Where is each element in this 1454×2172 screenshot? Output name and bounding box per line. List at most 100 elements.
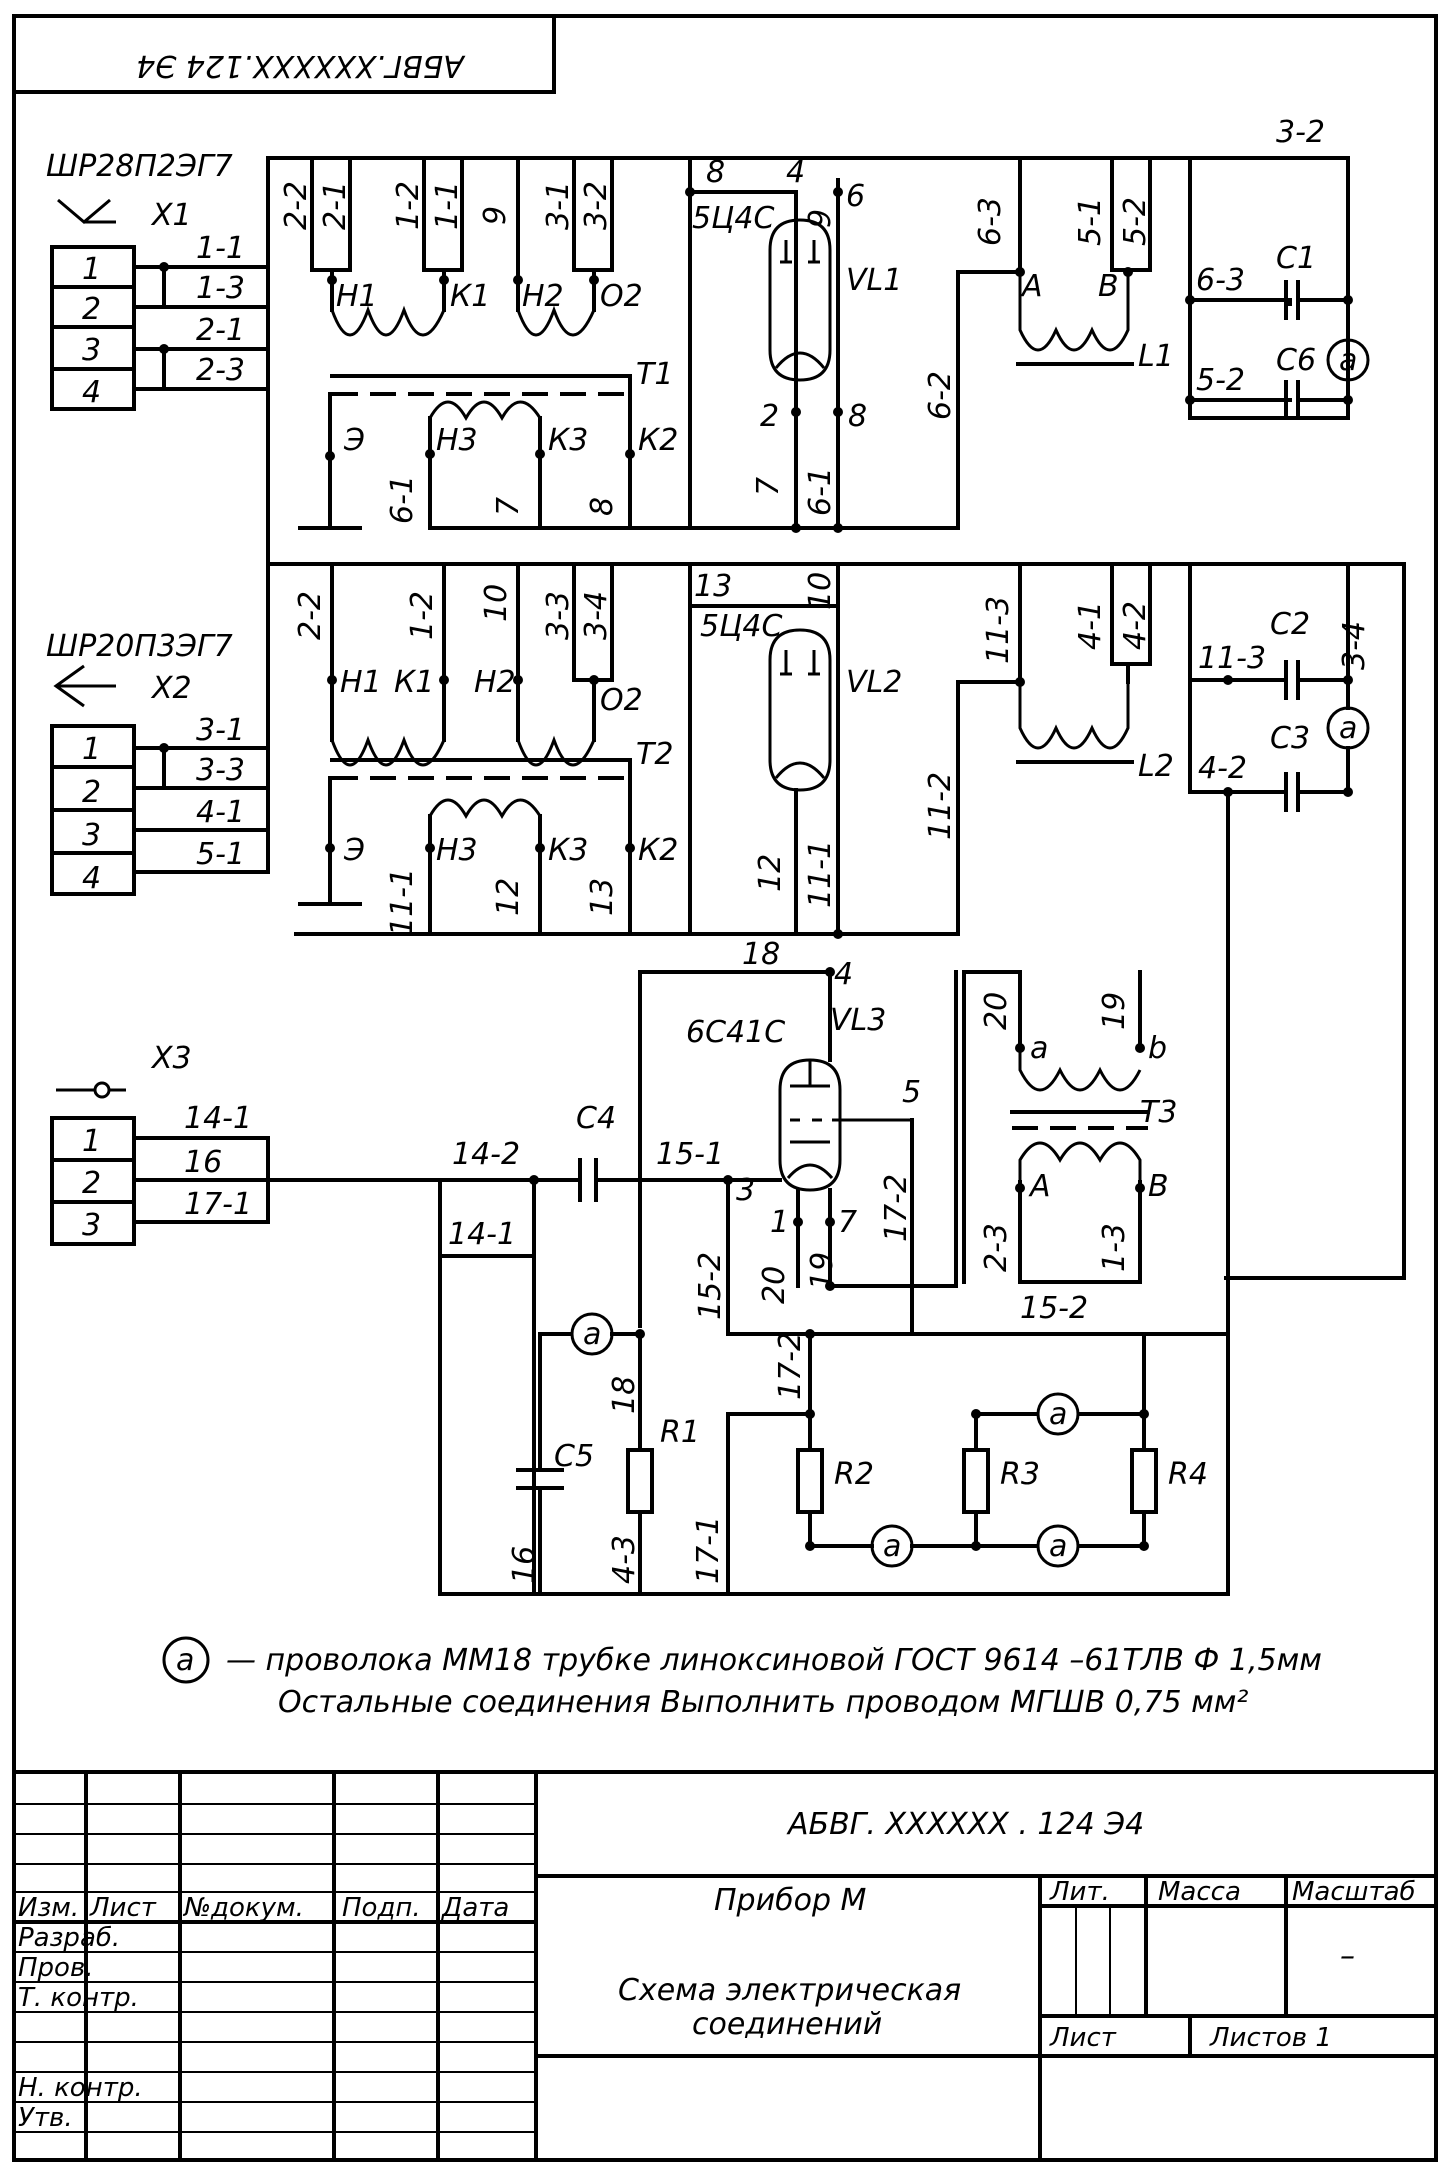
r3-r4-wire-mark-top: a — [1049, 1397, 1067, 1432]
t1-tap-k3: К3 — [548, 423, 588, 458]
scale-value: – — [1340, 1939, 1355, 1974]
col-list: Лист — [89, 1893, 157, 1923]
x1-pin-4: 4 — [82, 375, 101, 410]
t3-label-19: 19 — [1097, 992, 1132, 1030]
l1-label-5-1: 5-1 — [1073, 197, 1108, 246]
wire-15-1: 15-1 — [656, 1137, 724, 1172]
x2-pin-4: 4 — [82, 861, 101, 896]
x2-wire-1: 3-1 — [196, 713, 245, 748]
t3-ref: T3 — [1140, 1095, 1177, 1130]
vl3-label-7: 7 — [838, 1205, 857, 1240]
x2-wire-2: 3-3 — [196, 753, 245, 788]
sheet-label: Лист — [1049, 2023, 1117, 2053]
x1-connector: 1 2 3 4 — [50, 245, 136, 411]
wire-15-2-vert: 15-2 — [693, 1252, 728, 1320]
wire-14-2: 14-2 — [452, 1137, 520, 1172]
row-utv: Утв. — [18, 2103, 73, 2133]
l1-label-6-2: 6-2 — [923, 371, 958, 420]
x2-ref: X2 — [150, 671, 192, 706]
t3-label-20: 20 — [979, 992, 1014, 1030]
vl2-pin-11-1: 11-1 — [803, 840, 838, 908]
t2-ref: T2 — [636, 737, 673, 772]
lit-label: Лит. — [1049, 1877, 1110, 1907]
col-izm: Изм. — [18, 1893, 79, 1923]
wire-18-r1: 18 — [607, 1376, 642, 1414]
t2-bottom-11-1: 11-1 — [385, 868, 420, 936]
c6-wire-5-2: 5-2 — [1196, 363, 1245, 398]
t2-tap-o2: О2 — [600, 683, 643, 718]
t2-top-1-2: 1-2 — [405, 591, 440, 640]
vl3-type: 6С41С — [686, 1015, 785, 1050]
x1-wire-2: 1-3 — [196, 271, 245, 306]
l2-label-11-2: 11-2 — [923, 772, 958, 840]
x1-ref: X1 — [150, 198, 192, 233]
note-line-2: Остальные соединения Выполнить проводом … — [278, 1685, 1248, 1720]
x2-connector: 1 2 3 4 — [50, 724, 136, 896]
tube-vl1: 5Ц4С VL1 8 4 6 9 2 8 7 6-1 — [685, 155, 902, 533]
l2-ref: L2 — [1138, 749, 1174, 784]
r3-label: R3 — [1000, 1457, 1040, 1492]
l2-label-11-3: 11-3 — [981, 596, 1016, 664]
vl3-label-3: 3 — [736, 1173, 755, 1208]
vl2-pin-10: 10 — [803, 572, 838, 610]
l2-label-4-1: 4-1 — [1073, 601, 1108, 650]
c1-label: С1 — [1276, 241, 1316, 276]
t2-bottom-12: 12 — [491, 878, 526, 916]
block-1: ШР28П2ЭГ7 X1 1 2 3 4 1-1 1-3 2-1 2-3 — [46, 115, 1406, 566]
socket-icon — [53, 664, 116, 708]
vl3-label-5: 5 — [902, 1075, 921, 1110]
vl3-label-17-2: 17-2 — [879, 1174, 914, 1242]
sheets-label: Листов 1 — [1209, 2023, 1332, 2053]
t2-tap-h2: Н2 — [474, 665, 516, 700]
t1-top-1-1: 1-1 — [430, 181, 465, 230]
vl1-pin-6: 6 — [846, 179, 865, 214]
t1-tap-h3: Н3 — [436, 423, 478, 458]
vl3-label-19: 19 — [805, 1252, 840, 1290]
c6-label: С6 — [1276, 343, 1316, 378]
l2-label-4-2: 4-2 — [1118, 601, 1153, 650]
x2-pin-1: 1 — [82, 732, 101, 767]
x3-ref: X3 — [150, 1041, 192, 1076]
t1-tap-h1: Н1 — [336, 279, 378, 314]
c2-label: С2 — [1270, 607, 1310, 642]
t1-tap-k1: К1 — [450, 279, 490, 314]
t1-ref: T1 — [636, 357, 673, 392]
x3-wire-1: 14-1 — [184, 1101, 252, 1136]
vl1-pin-2: 2 — [760, 399, 779, 434]
t3-label-1-3: 1-3 — [1097, 1223, 1132, 1272]
choke-l1: 6-2 6-3 5-1 5-2 А В L1 — [836, 156, 1174, 530]
t3-tap-b-upper: В — [1148, 1169, 1169, 1204]
masshtab-label: Масштаб — [1292, 1877, 1416, 1907]
vl2-pin-12: 12 — [753, 854, 788, 892]
title-block: Изм. Лист №докум. Подп. Дата Разраб. Про… — [14, 1770, 1436, 2160]
x2-wire-3: 4-1 — [196, 795, 245, 830]
t3-tap-a-lower: а — [1030, 1031, 1048, 1066]
doc-number: АБВГ. XXXXXX . 124 Э4 — [786, 1807, 1144, 1842]
resistor-network: a a a a 15-2 15-2 17-2 18 16 4-3 — [438, 1175, 1230, 1596]
transformer-t1: 2-2 2-1 1-2 1-1 9 3-1 3-2 Н1 К1 Н2 О2 Э … — [279, 156, 840, 530]
x3-connector: 1 2 3 — [50, 1116, 136, 1246]
doc-title-1: Схема электрическая — [618, 1973, 961, 2008]
caps-c1-c6: a 6-3 5-2 С1 С6 3-2 — [1185, 115, 1370, 420]
product-name: Прибор М — [714, 1883, 867, 1918]
x1-pin-1: 1 — [82, 252, 101, 287]
row-razrab: Разраб. — [18, 1923, 120, 1953]
header-stamp: АБВГ.XXXXXX.124 Э4 — [136, 48, 466, 83]
t2-top-3-3: 3-3 — [541, 591, 576, 640]
t2-tap-h3: Н3 — [436, 833, 478, 868]
transformer-t3: 20 19 а b А В 2-3 1-3 T3 — [962, 970, 1177, 1284]
x3-wire-2: 16 — [184, 1145, 222, 1180]
t3-label-2-3: 2-3 — [979, 1223, 1014, 1272]
vl3-label-20: 20 — [757, 1266, 792, 1304]
t2-tap-e: Э — [343, 833, 365, 868]
wire-3-2: 3-2 — [1276, 115, 1325, 150]
plug-icon — [57, 198, 116, 224]
t1-bottom-8: 8 — [585, 497, 620, 516]
col-ndoc: №докум. — [182, 1893, 304, 1923]
c4-label-text: С4 — [576, 1101, 616, 1136]
vl1-pin-7: 7 — [751, 477, 786, 496]
wire-4-3-r1: 4-3 — [607, 1535, 642, 1584]
vl2-ref: VL2 — [846, 665, 902, 700]
x2-pin-3: 3 — [82, 818, 101, 853]
t1-tap-o2: О2 — [600, 279, 643, 314]
